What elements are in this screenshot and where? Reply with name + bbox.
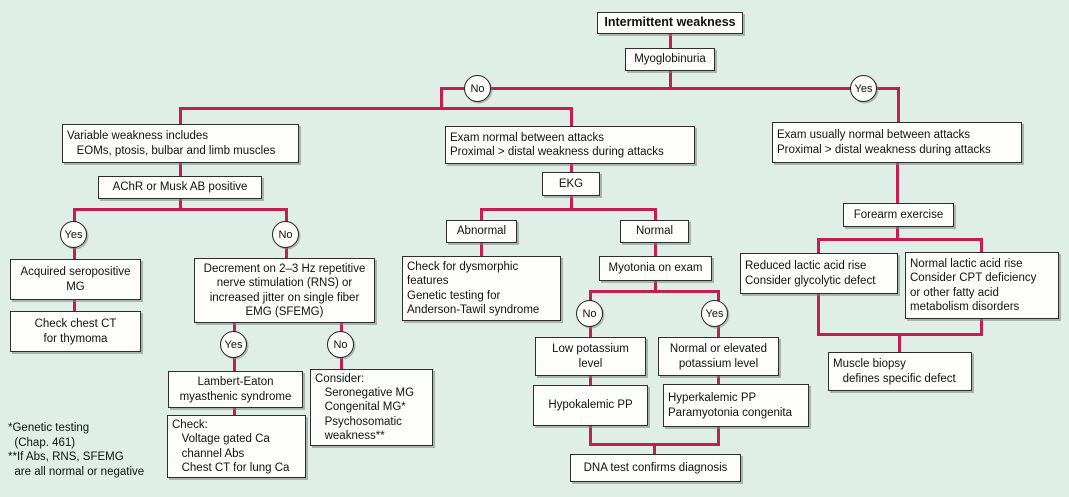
connector-line [897, 87, 900, 123]
connector-line [589, 290, 720, 293]
connector-line [653, 443, 656, 455]
node-chest-ct-thymoma: Check chest CT for thymoma [10, 311, 141, 352]
connector-line [896, 162, 899, 204]
node-myoglobinuria: Myoglobinuria [625, 48, 715, 71]
node-lambert-eaton: Lambert-Eaton myasthenic syndrome [168, 371, 303, 408]
decision-yes-myoglobinuria: Yes [850, 75, 877, 102]
node-dna-test: DNA test confirms diagnosis [570, 454, 741, 482]
connector-line [480, 241, 483, 257]
connector-line [179, 107, 573, 110]
connector-line [669, 70, 672, 90]
node-abnormal: Abnormal [446, 220, 517, 243]
connector-line [179, 161, 182, 177]
connector-line [817, 238, 820, 254]
node-intermittent-weakness: Intermittent weakness [597, 12, 743, 34]
connector-line [440, 87, 443, 110]
connector-line [233, 406, 236, 416]
node-hypokalemic-pp: Hypokalemic PP [533, 385, 648, 426]
connector-line [669, 33, 672, 48]
node-dysmorphic-anderson-tawil: Check for dysmorphic features Genetic te… [402, 256, 561, 321]
decision-no-myoglobinuria: No [464, 75, 491, 102]
connector-line [980, 238, 983, 253]
node-exam-normal-between-attacks: Exam normal between attacks Proximal > d… [445, 126, 695, 164]
decision-yes-myotonia: Yes [701, 300, 728, 327]
connector-line [480, 208, 657, 211]
decision-yes-achr: Yes [60, 221, 87, 248]
connector-line [896, 225, 899, 239]
decision-no-myotonia: No [576, 300, 603, 327]
connector-line [817, 238, 983, 241]
connector-line [73, 208, 288, 211]
node-achr-musk-positive: AChR or Musk AB positive [98, 176, 262, 199]
connector-line [179, 107, 182, 125]
node-exam-usually-normal: Exam usually normal between attacks Prox… [772, 122, 1022, 163]
connector-line [570, 107, 573, 127]
decision-no-achr: No [272, 221, 299, 248]
connector-line [589, 425, 592, 446]
connector-line [480, 208, 483, 221]
node-forearm-exercise: Forearm exercise [843, 203, 954, 227]
node-normal-lactic-acid: Normal lactic acid rise Consider CPT def… [905, 252, 1059, 319]
node-ekg: EKG [542, 172, 600, 196]
connector-line [654, 208, 657, 221]
connector-line [73, 298, 76, 312]
connector-line [717, 426, 720, 446]
node-variable-weakness: Variable weakness includes EOMs, ptosis,… [62, 124, 299, 163]
connector-line [179, 197, 182, 210]
node-normal: Normal [620, 220, 689, 243]
node-muscle-biopsy: Muscle biopsy defines specific defect [828, 352, 972, 391]
connector-line [440, 87, 900, 90]
connector-line [589, 443, 720, 446]
connector-line [980, 317, 983, 335]
node-check-voltage-gated-ca: Check: Voltage gated Ca channel Abs Ches… [167, 415, 306, 478]
node-low-potassium: Low potassium level [535, 337, 646, 376]
connector-line [589, 375, 592, 386]
node-decrement-rns: Decrement on 2–3 Hz repetitive nerve sti… [194, 258, 375, 323]
connector-line [654, 241, 657, 257]
footnote-genetic-testing: *Genetic testing (Chap. 461) **If Abs, R… [8, 422, 145, 479]
node-normal-elevated-potassium: Normal or elevated potassium level [658, 337, 779, 376]
connector-line [817, 333, 983, 336]
node-hyperkalemic-pp: Hyperkalemic PP Paramyotonia congenita [663, 384, 809, 427]
connector-line [898, 333, 901, 353]
decision-yes-decrement: Yes [220, 331, 247, 358]
connector-line [570, 162, 573, 173]
connector-line [817, 292, 820, 335]
node-consider-seronegative-mg: Consider: Seronegative MG Congenital MG*… [310, 369, 433, 446]
node-reduced-lactic-acid: Reduced lactic acid rise Consider glycol… [740, 253, 898, 294]
connector-line [570, 194, 573, 210]
node-myotonia-on-exam: Myotonia on exam [599, 256, 712, 281]
node-acquired-seropositive-mg: Acquired seropositive MG [10, 259, 141, 300]
connector-line [654, 279, 657, 292]
connector-line [717, 375, 720, 385]
decision-no-decrement: No [327, 331, 354, 358]
